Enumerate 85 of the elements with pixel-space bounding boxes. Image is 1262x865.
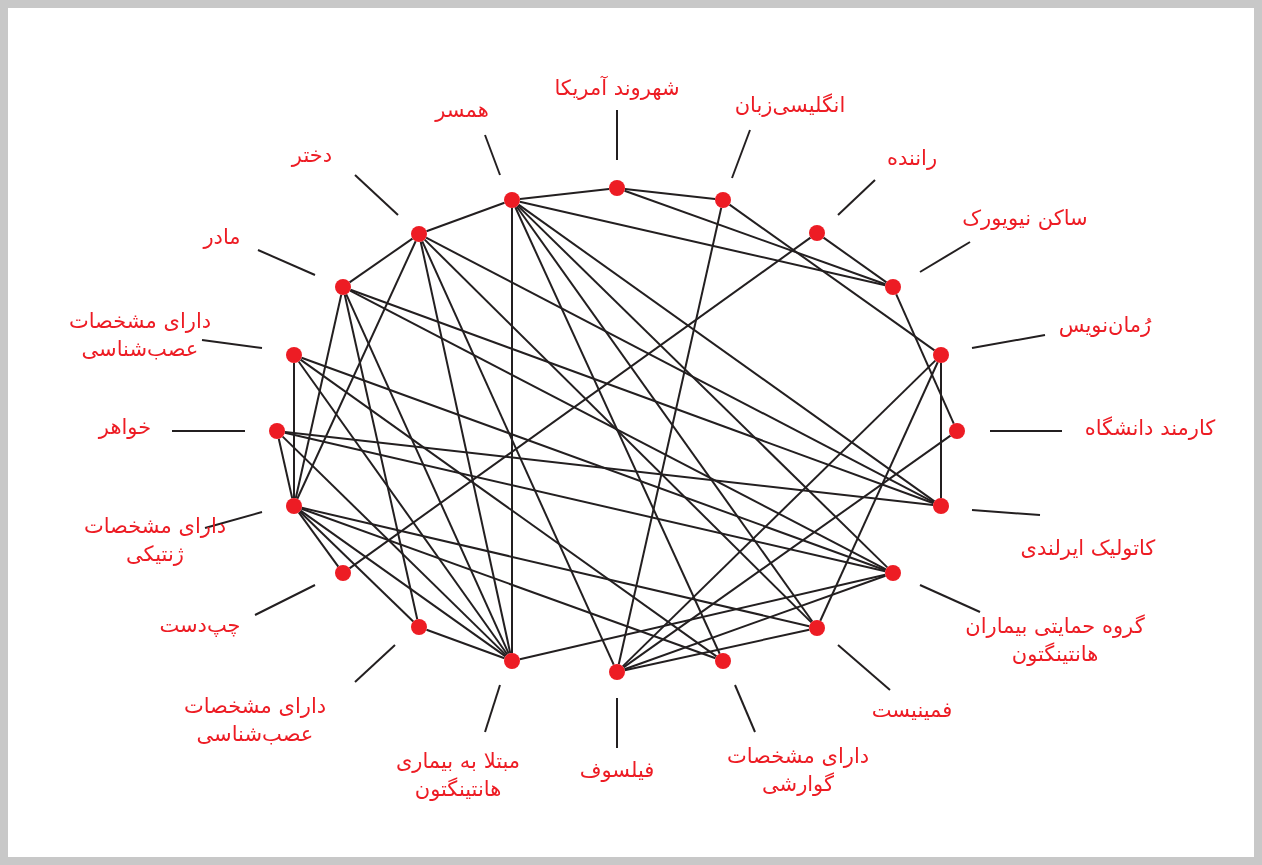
leader-line	[919, 584, 981, 613]
node-label: مادر	[182, 222, 262, 252]
connector-line	[298, 510, 415, 623]
node-label: مبتلا به بیماری هانتینگتون	[363, 746, 553, 804]
leader-line	[919, 241, 971, 273]
leader-line	[989, 430, 1063, 432]
leader-line	[257, 249, 316, 276]
leader-line	[484, 684, 501, 733]
leader-line	[734, 684, 756, 733]
connector-line	[299, 509, 507, 658]
connector-line	[425, 201, 506, 233]
connector-line	[297, 511, 340, 568]
node-label: دارای مشخصات عصب‌شناسی	[40, 306, 240, 364]
leader-line	[354, 644, 396, 683]
connector-line	[348, 236, 812, 570]
leader-line	[971, 509, 1041, 516]
connector-line	[300, 507, 717, 660]
connector-line	[623, 574, 887, 671]
connector-line	[283, 430, 935, 507]
node-label: راننده	[857, 143, 967, 173]
connector-line	[281, 435, 508, 657]
connector-line	[349, 289, 887, 571]
connector-line	[623, 187, 717, 201]
connector-line	[515, 205, 814, 623]
leader-line	[171, 430, 246, 432]
connector-line	[343, 293, 419, 621]
leader-line	[837, 179, 876, 216]
connector-line	[294, 293, 343, 500]
connector-line	[518, 573, 887, 661]
connector-line	[348, 237, 414, 284]
leader-line	[616, 109, 618, 161]
node-label: کارمند دانشگاه	[1067, 413, 1233, 443]
connector-line	[425, 628, 506, 660]
node-label: دارای مشخصات ژنتیکی	[70, 511, 240, 569]
leader-line	[616, 697, 618, 749]
connector-line	[822, 236, 888, 284]
node-label: همسر	[417, 95, 507, 125]
connector-line	[300, 506, 811, 628]
connector-line	[623, 628, 811, 672]
connector-line	[423, 238, 813, 624]
connector-line	[940, 362, 942, 499]
connector-line	[283, 431, 887, 573]
connector-line	[425, 236, 935, 504]
leader-line	[731, 129, 751, 179]
node-label: چپ‌دست	[140, 610, 260, 640]
connector-line	[518, 187, 611, 201]
node-label: فمینیست	[847, 695, 977, 725]
connector-line	[293, 362, 295, 499]
connector-line	[421, 240, 615, 666]
connector-line	[517, 203, 936, 503]
node-label: رُمان‌نویس	[1035, 310, 1175, 340]
connector-line	[419, 240, 512, 655]
connector-line	[622, 434, 952, 669]
node-label: گروه حمایتی بیماران هانتینگتون	[950, 611, 1160, 669]
connector-line	[296, 240, 417, 500]
connector-line	[623, 189, 887, 286]
node-label: فیلسوف	[562, 755, 672, 785]
connector-line	[277, 437, 294, 500]
node-label: دختر	[272, 140, 352, 170]
connector-line	[617, 206, 723, 666]
connector-line	[345, 293, 510, 655]
connector-line	[728, 203, 936, 352]
leader-line	[971, 334, 1046, 349]
connector-line	[895, 293, 955, 425]
connector-line	[516, 204, 889, 569]
leader-line	[201, 339, 263, 349]
connector-line	[518, 200, 887, 287]
node-label: کاتولیک ایرلندی	[993, 533, 1183, 563]
connector-line	[511, 207, 513, 654]
connector-line	[297, 360, 509, 656]
connector-line	[300, 356, 887, 572]
node-label: خواهر	[80, 412, 170, 442]
connector-line	[514, 206, 721, 655]
leader-line	[254, 584, 316, 616]
node-label: دارای مشخصات گوارشی	[698, 741, 898, 799]
node-label: دارای مشخصات عصب‌شناسی	[155, 691, 355, 749]
node-label: ساکن نیویورک	[935, 203, 1115, 233]
leader-line	[484, 134, 501, 176]
leader-line	[837, 644, 891, 691]
connector-line	[819, 361, 939, 622]
leader-line	[204, 511, 263, 529]
connector-line	[299, 358, 718, 658]
connector-line	[349, 288, 935, 505]
leader-line	[354, 174, 399, 216]
connector-line	[621, 359, 937, 668]
